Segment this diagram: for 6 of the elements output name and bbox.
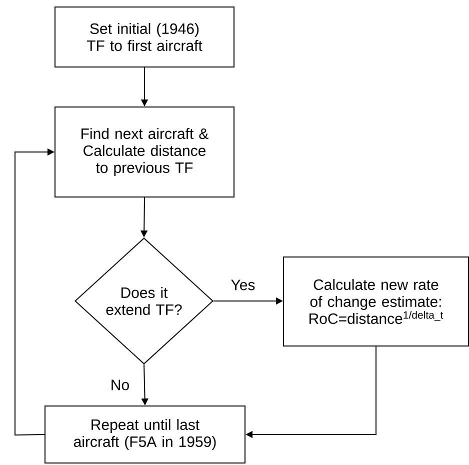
edge-label: Yes bbox=[230, 278, 256, 292]
edge-label: No bbox=[109, 378, 131, 392]
process-box: Find next aircraft & Calculate distance to previous TF bbox=[54, 106, 234, 198]
process-box: Set initial (1946) TF to first aircraft bbox=[54, 6, 234, 68]
process-box: Repeat until last aircraft (F5A in 1959) bbox=[44, 405, 246, 464]
process-box: Calculate new rate of change estimate: RoC=distance$^{1/delta_t}$ bbox=[283, 256, 469, 346]
